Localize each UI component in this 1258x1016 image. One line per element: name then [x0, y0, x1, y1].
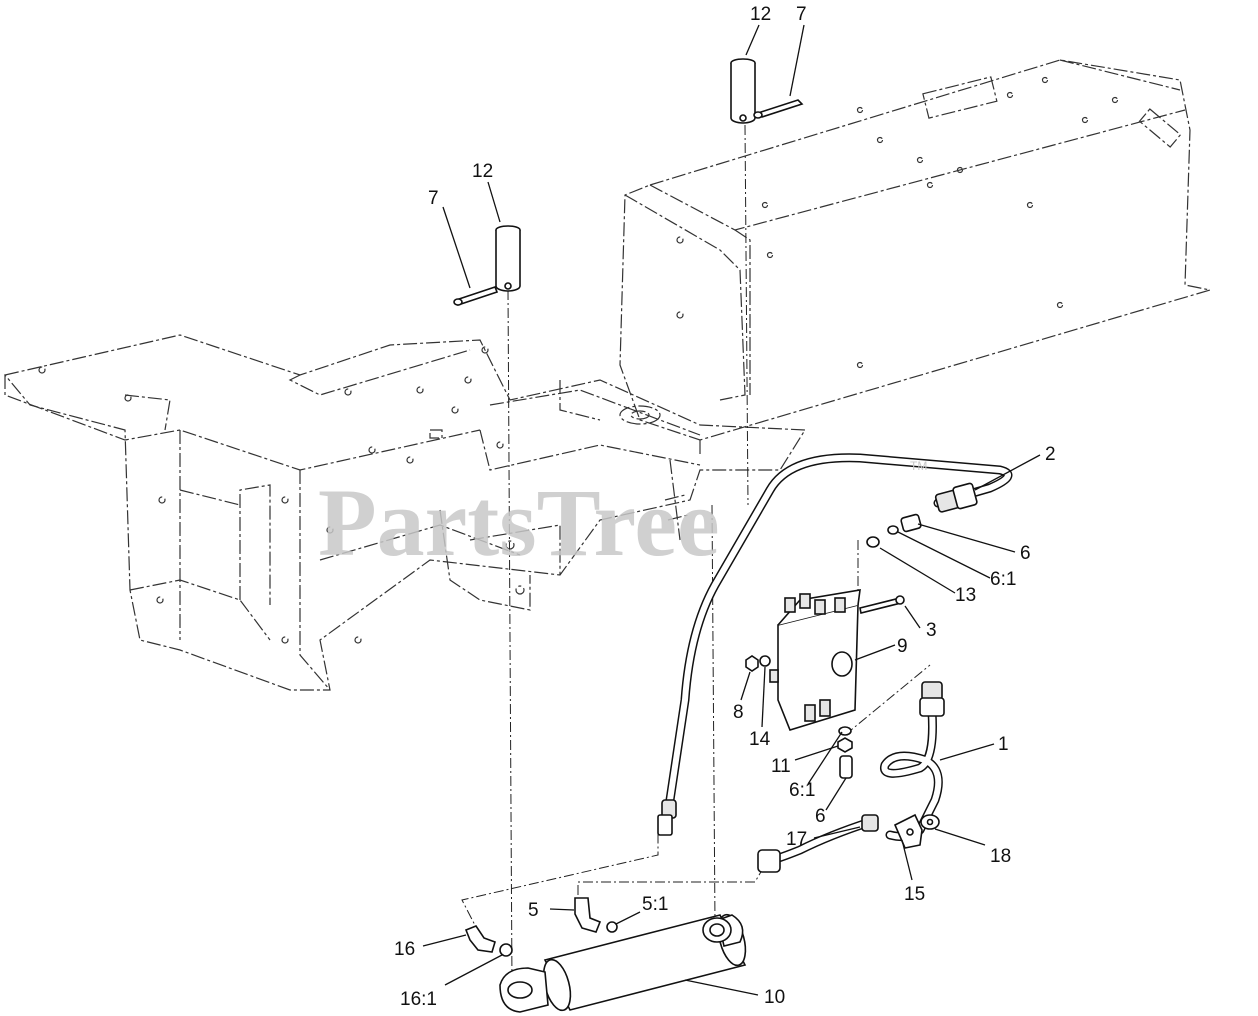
washer-18 [920, 814, 940, 830]
cotter-pin-left [453, 286, 499, 306]
cotter-pin-upper [753, 99, 804, 119]
nut-11 [837, 737, 853, 753]
hydraulic-cylinder [499, 913, 747, 1013]
callout-labels: 12 7 12 7 2 6 6:1 13 3 9 8 14 1 11 6:1 6… [394, 4, 1056, 1010]
washer-13 [866, 536, 880, 548]
callout-6-upper: 6 [1020, 543, 1031, 564]
callout-2: 2 [1045, 444, 1056, 465]
callout-7-left: 7 [428, 188, 439, 209]
callout-12-upper: 12 [750, 4, 771, 25]
leader-lines [422, 24, 1041, 996]
callout-10: 10 [764, 987, 785, 1008]
callout-1: 1 [998, 734, 1009, 755]
oring-16-1 [499, 943, 513, 957]
callout-16-1: 16:1 [400, 989, 437, 1010]
washer-14 [759, 655, 771, 667]
elbow-fitting-16 [464, 925, 496, 953]
clevis-pin-left [495, 225, 521, 292]
oring-6-1 [887, 525, 899, 535]
callout-15: 15 [904, 884, 925, 905]
lower-main-frame [3, 334, 807, 691]
callout-13: 13 [955, 585, 976, 606]
hose-long [657, 453, 1013, 836]
watermark-trademark: TM [910, 459, 927, 473]
callout-5: 5 [528, 900, 539, 921]
callout-6-1-lower: 6:1 [789, 780, 815, 801]
fitting-6-lower [839, 755, 853, 779]
callout-7-upper: 7 [796, 4, 807, 25]
callout-5-1: 5:1 [642, 894, 668, 915]
callout-16: 16 [394, 939, 415, 960]
clevis-pin-upper [730, 58, 756, 124]
callout-18: 18 [990, 846, 1011, 867]
nut-8 [745, 655, 759, 672]
callout-6-1-upper: 6:1 [990, 569, 1016, 590]
oring-5-1 [606, 921, 618, 933]
callout-11: 11 [771, 756, 791, 777]
callout-9: 9 [897, 636, 908, 657]
callout-12-left: 12 [472, 161, 493, 182]
bracket-clip [893, 813, 923, 849]
watermark-text: PartsTree [318, 469, 720, 576]
callout-8: 8 [733, 702, 744, 723]
control-valve [769, 589, 905, 731]
fitting-6-top [900, 513, 922, 533]
callout-14: 14 [749, 729, 771, 750]
callout-3: 3 [926, 620, 937, 641]
callout-6-lower: 6 [815, 806, 826, 827]
upper-frame-housing [619, 59, 1211, 455]
callout-17: 17 [786, 829, 807, 850]
elbow-fitting-5 [574, 897, 602, 933]
hose-coil [880, 681, 945, 842]
